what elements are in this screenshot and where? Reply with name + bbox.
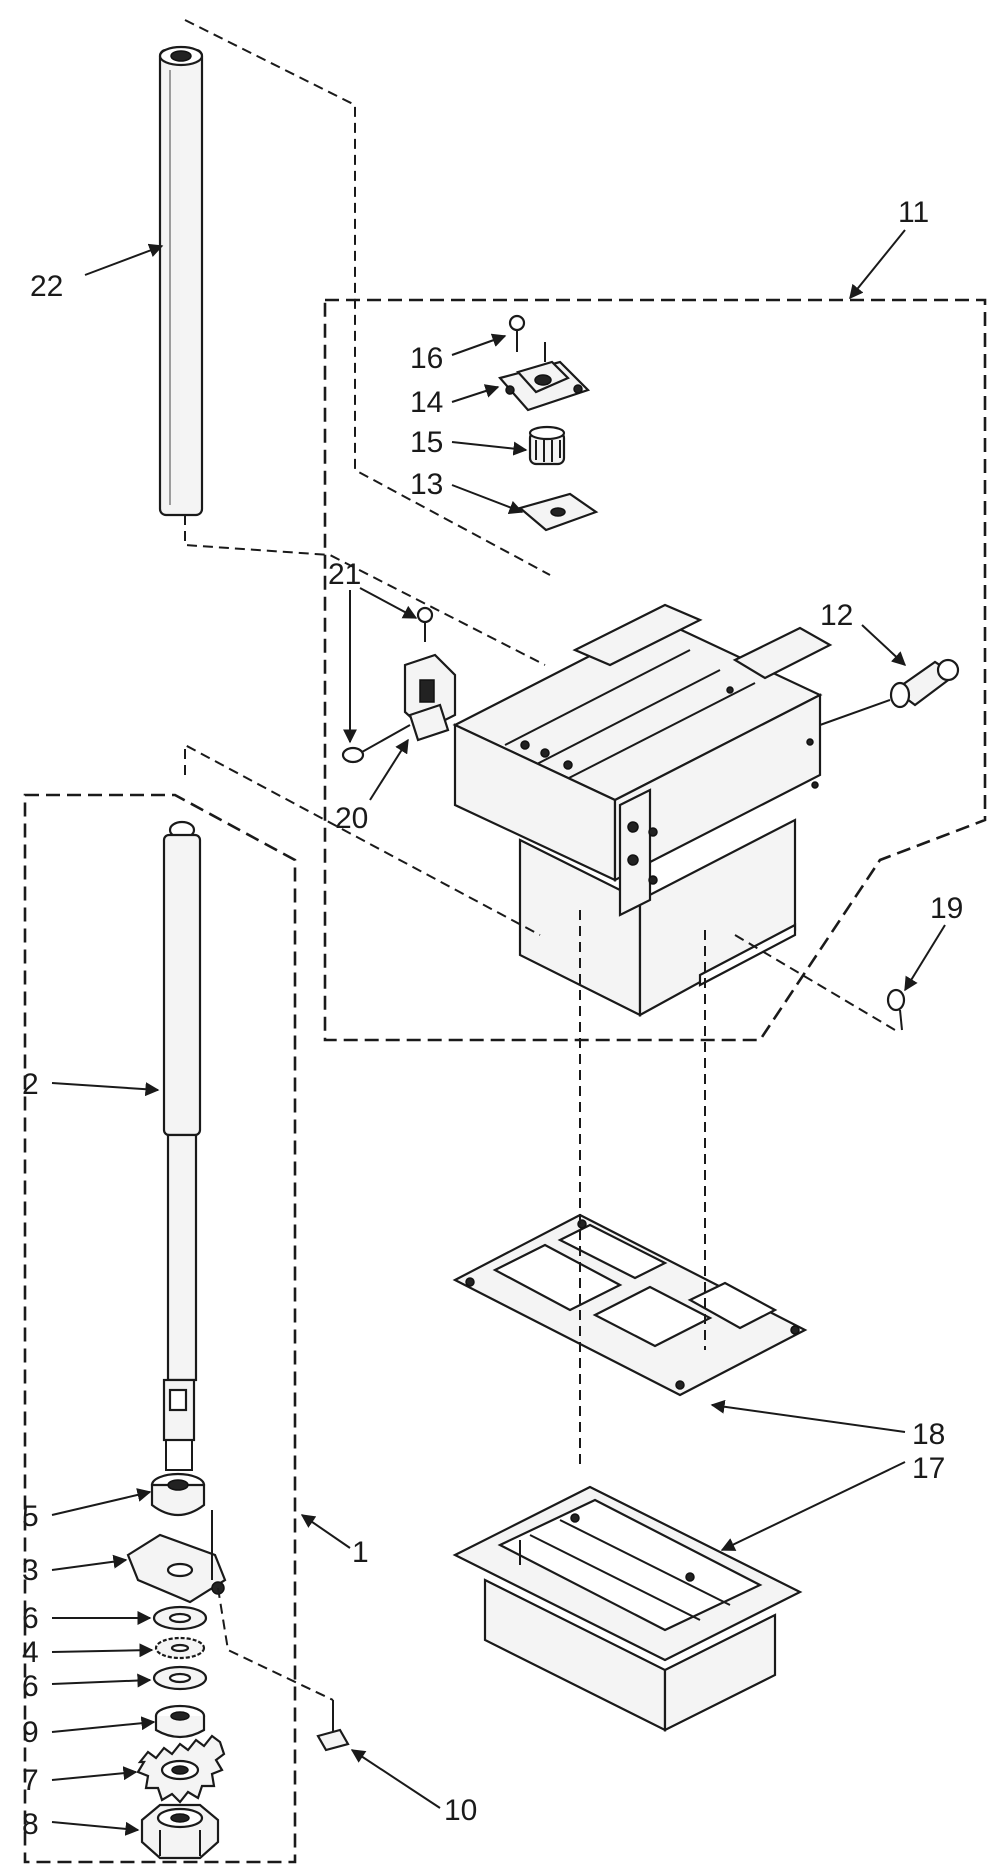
leader-15 bbox=[451, 441, 528, 456]
callout-20: 20 bbox=[335, 802, 368, 835]
callout-12: 12 bbox=[820, 599, 853, 632]
callout-2: 2 bbox=[22, 1068, 39, 1101]
callout-14: 14 bbox=[410, 386, 443, 419]
ref-line-22-top bbox=[184, 19, 551, 576]
leader-19 bbox=[904, 924, 946, 992]
part-14-bracket bbox=[498, 342, 591, 412]
callout-6-upper: 6 bbox=[22, 1602, 39, 1635]
leader-20 bbox=[369, 738, 409, 801]
part-5-coupling bbox=[150, 1472, 206, 1517]
part-8-nut bbox=[140, 1803, 220, 1860]
leader-21-upper bbox=[359, 587, 418, 619]
ref-line-22-bottom bbox=[184, 515, 546, 666]
ref-line-latch bbox=[184, 743, 541, 936]
callout-10: 10 bbox=[444, 1794, 477, 1827]
part-19-screw bbox=[886, 988, 906, 1031]
part-21-screw-lower bbox=[341, 724, 411, 764]
callout-8: 8 bbox=[22, 1808, 39, 1841]
leader-1 bbox=[300, 1514, 351, 1549]
leader-7 bbox=[51, 1766, 138, 1781]
group-boundary-1 bbox=[23, 793, 297, 1864]
part-13-plate bbox=[517, 492, 599, 532]
callout-18: 18 bbox=[912, 1418, 945, 1451]
leader-14 bbox=[451, 384, 500, 403]
leader-12 bbox=[861, 624, 907, 666]
part-9-spacer bbox=[154, 1704, 206, 1739]
callout-1: 1 bbox=[352, 1536, 369, 1569]
callout-6-lower: 6 bbox=[22, 1670, 39, 1703]
housing-frame bbox=[452, 603, 833, 1017]
leader-18 bbox=[710, 1399, 906, 1433]
leader-8 bbox=[51, 1821, 140, 1836]
callout-13: 13 bbox=[410, 468, 443, 501]
callout-21: 21 bbox=[328, 558, 361, 591]
callout-5: 5 bbox=[22, 1500, 39, 1533]
leader-5 bbox=[51, 1488, 152, 1516]
leader-17 bbox=[720, 1461, 906, 1551]
leader-3 bbox=[51, 1554, 128, 1571]
part-21-screw-upper bbox=[416, 606, 434, 642]
callout-16: 16 bbox=[410, 342, 443, 375]
leader-13 bbox=[451, 484, 524, 514]
leader-2 bbox=[51, 1082, 160, 1097]
callout-11: 11 bbox=[898, 196, 929, 229]
ref-line-10 bbox=[217, 1587, 334, 1701]
leader-11 bbox=[849, 229, 906, 300]
callout-9: 9 bbox=[22, 1716, 39, 1749]
leader-9 bbox=[51, 1716, 156, 1733]
part-18-gasket bbox=[452, 1213, 808, 1397]
callout-15: 15 bbox=[410, 426, 443, 459]
part-10-screw bbox=[316, 1700, 350, 1752]
part-22-tube bbox=[158, 45, 204, 517]
part-17-tray bbox=[452, 1485, 803, 1732]
callout-22: 22 bbox=[30, 270, 63, 303]
leader-6-lower bbox=[51, 1673, 152, 1688]
callout-3: 3 bbox=[22, 1554, 39, 1587]
part-4-gear-washer bbox=[154, 1636, 206, 1660]
callout-17: 17 bbox=[912, 1452, 945, 1485]
part-6-washer-lower bbox=[152, 1665, 208, 1691]
part-3-plate bbox=[126, 1510, 227, 1604]
callout-19: 19 bbox=[930, 892, 963, 925]
callout-7: 7 bbox=[22, 1764, 39, 1797]
leader-4 bbox=[51, 1643, 154, 1658]
part-16-screw bbox=[508, 314, 526, 352]
part-7-sprocket bbox=[136, 1734, 226, 1804]
leader-22 bbox=[84, 243, 164, 276]
leader-10 bbox=[350, 1749, 441, 1809]
group-boundary-11 bbox=[323, 298, 987, 1042]
leader-16 bbox=[451, 333, 507, 356]
part-20-latch bbox=[403, 653, 457, 742]
part-12-knob bbox=[819, 658, 960, 726]
part-2-shaft bbox=[162, 820, 202, 1471]
part-15-gear bbox=[528, 425, 566, 466]
callout-4: 4 bbox=[22, 1636, 39, 1669]
part-6-washer-upper bbox=[152, 1605, 208, 1631]
